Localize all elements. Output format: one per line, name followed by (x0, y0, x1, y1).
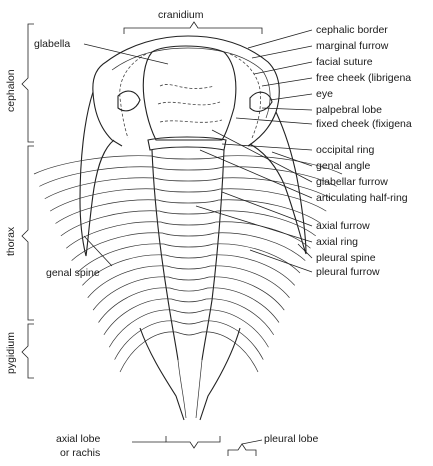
left-pleura (120, 332, 176, 372)
leader-pleural-furrow (250, 250, 312, 272)
axial-ring-segment (175, 321, 204, 324)
occipital-ring (148, 137, 226, 150)
label-genal-angle: genal angle (316, 160, 370, 172)
thorax-bracket (22, 146, 34, 320)
leader-pleural-lobe (242, 440, 262, 444)
glabellar-furrow-3 (160, 120, 222, 122)
right-pleura (214, 233, 305, 261)
label-axial-ring: axial ring (316, 236, 358, 248)
axial-ring-segment (164, 244, 213, 247)
leader-facial-suture (254, 62, 312, 74)
glabella-outline (143, 46, 236, 140)
axial-ring-segment (163, 233, 215, 236)
left-pleura (93, 277, 168, 310)
axial-ring-segment (154, 167, 223, 170)
left-pleura (61, 211, 160, 236)
pygidium-bracket (22, 324, 34, 378)
label-fixed-cheek: fixed cheek (fixigena (316, 118, 412, 130)
axial-ring-segment (152, 156, 224, 159)
label-pygidium: pygidium (5, 332, 17, 374)
label-axial-furrow: axial furrow (316, 220, 370, 232)
right-pleura (203, 321, 263, 360)
cephalic-border-inner (112, 48, 270, 118)
right-pleura (219, 200, 322, 224)
label-pleural-furrow: pleural furrow (316, 266, 380, 278)
leader-palpebral-lobe (262, 108, 312, 110)
axial-lobe-bracket (166, 436, 220, 448)
glabellar-furrow-2 (158, 102, 220, 105)
glabellar-furrow-1 (160, 84, 214, 88)
axial-ring-segment (158, 200, 219, 203)
label-genal-spine: genal spine (46, 267, 100, 279)
axial-ring-segment (176, 332, 202, 335)
right-pleura (209, 277, 284, 310)
label-facial-suture: facial suture (316, 56, 373, 68)
right-pleura (221, 178, 331, 199)
leader-free-cheek (262, 78, 312, 86)
label-thorax: thorax (5, 226, 17, 256)
pygidium-outline (140, 328, 240, 420)
trilobite-body (34, 36, 342, 420)
label-axial-lobe-line2: or rachis (60, 447, 100, 459)
label-glabella: glabella (34, 38, 70, 50)
pygidium-axis-end (178, 360, 202, 418)
right-pleura (202, 332, 258, 372)
label-eye: eye (316, 88, 333, 100)
axial-ring-segment (167, 266, 210, 269)
leader-pleural-spine (298, 244, 312, 258)
left-pleura (109, 310, 173, 347)
left-pleura (56, 200, 159, 224)
axial-ring-segment (161, 222, 216, 225)
left-eye (118, 91, 140, 111)
leader-marginal-furrow (252, 46, 312, 58)
axial-ring-segment (173, 310, 205, 313)
cranidium-bracket (124, 22, 262, 34)
axial-ring-segment (155, 178, 221, 181)
brackets (22, 22, 262, 456)
right-pleura (210, 266, 289, 298)
left-pleura (104, 299, 172, 335)
leader-axial-furrow (222, 192, 312, 226)
label-cranidium: cranidium (158, 9, 204, 21)
leader-eye (270, 94, 312, 100)
leader-cephalic-border (248, 30, 312, 48)
axial-ring-segment (172, 299, 207, 302)
axial-ring-segment (169, 277, 209, 280)
left-pleura (34, 156, 152, 174)
label-cephalic-border: cephalic border (316, 24, 388, 36)
label-axial-lobe-line1: axial lobe (56, 433, 101, 445)
label-articulating-half-ring: articulating half-ring (316, 192, 408, 204)
pleural-lobe-bracket (228, 444, 256, 456)
leader-articulating-half-ring (200, 150, 312, 198)
label-cephalon: cephalon (5, 69, 17, 112)
label-marginal-furrow: marginal furrow (316, 40, 389, 52)
right-pleura (217, 211, 316, 236)
label-pleural-spine: pleural spine (316, 252, 376, 264)
label-occipital-ring: occipital ring (316, 144, 375, 156)
axial-ring-segment (160, 211, 218, 214)
axial-ring-segment (157, 189, 220, 192)
leader-occipital-ring (222, 144, 312, 150)
label-glabellar-furrow: glabellar furrow (316, 176, 388, 188)
left-pleura (45, 178, 155, 199)
label-palpebral-lobe: palpebral lobe (316, 104, 382, 116)
axial-ring-segment (166, 255, 212, 258)
facial-suture-right (230, 54, 261, 138)
axial-ring-segment (170, 288, 208, 291)
label-pleural-lobe: pleural lobe (264, 433, 318, 445)
right-pleura (205, 310, 269, 347)
left-pleura (99, 288, 171, 323)
facial-suture-left (120, 54, 146, 138)
right-pleura (208, 288, 280, 323)
labels: cranidium glabella cephalic border margi… (5, 9, 412, 459)
cephalon-bracket (22, 24, 34, 142)
leader-fixed-cheek (236, 118, 312, 124)
label-free-cheek: free cheek (librigena (316, 72, 411, 84)
leader-glabella (84, 44, 168, 64)
